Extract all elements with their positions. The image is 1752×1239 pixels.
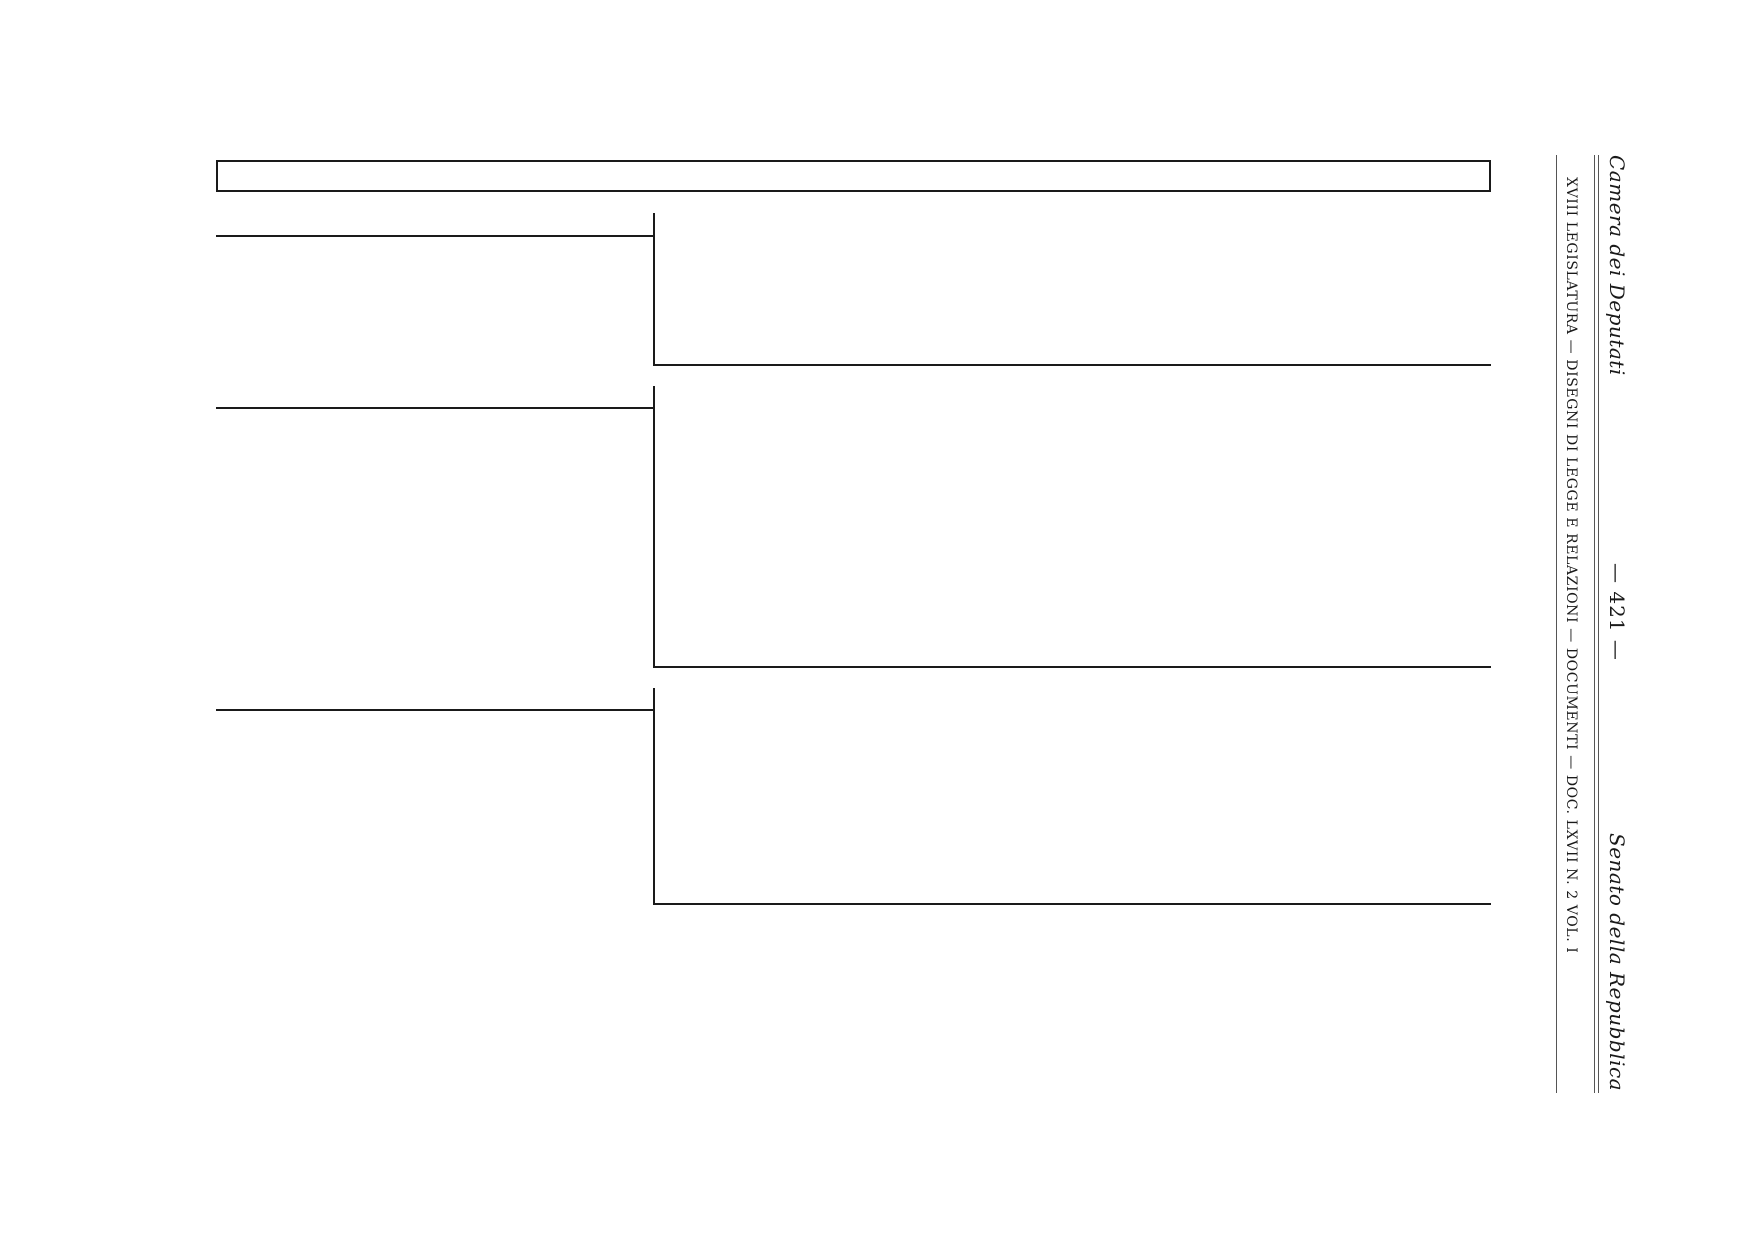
header-left-chamber: Camera dei Deputati	[1605, 155, 1629, 376]
row-3-right-rule	[653, 903, 1491, 905]
table-title-box	[216, 160, 1491, 192]
header-right-chamber: Senato della Repubblica	[1605, 833, 1629, 1092]
row-3-divider	[653, 688, 655, 904]
row-2-divider	[653, 386, 655, 667]
header-page-number: — 421 —	[1605, 563, 1629, 661]
row-1-divider	[653, 213, 655, 365]
header-subtitle: XVIII LEGISLATURA — DISEGNI DI LEGGE E R…	[1563, 177, 1579, 954]
row-2-left-rule	[216, 407, 654, 409]
header-subtitle-rule	[1556, 155, 1557, 1093]
header-double-rule-inner	[1594, 155, 1595, 1093]
header-double-rule-outer	[1598, 155, 1599, 1093]
row-2-right-rule	[653, 666, 1491, 668]
row-3-left-rule	[216, 709, 654, 711]
row-1-left-rule	[216, 235, 654, 237]
row-1-right-rule	[653, 364, 1491, 366]
